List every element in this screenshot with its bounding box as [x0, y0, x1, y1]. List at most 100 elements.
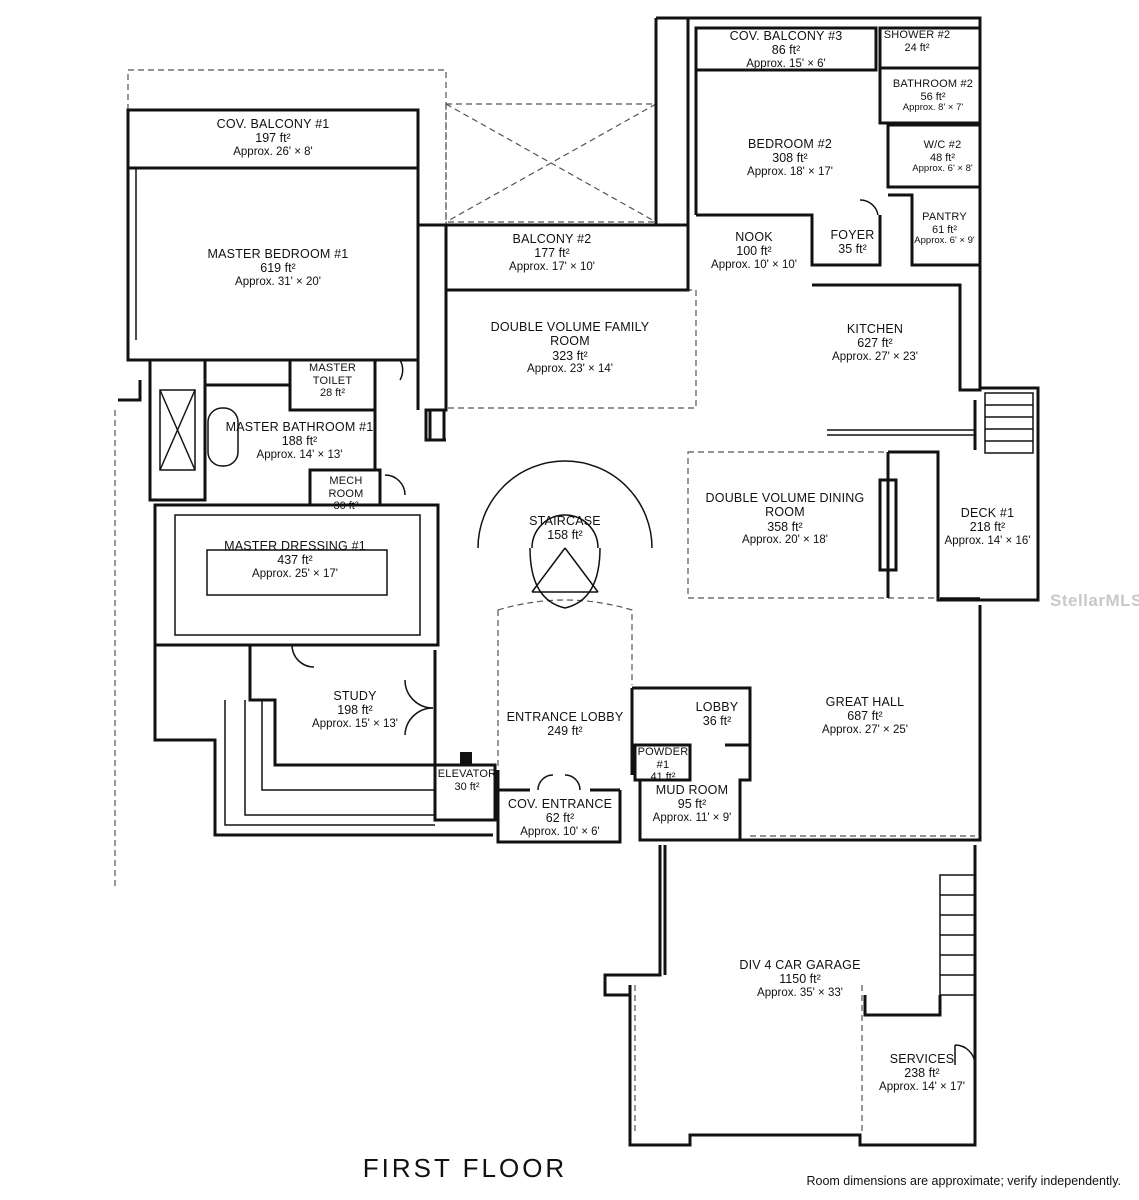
room-dims: Approx. 14' × 16'	[944, 534, 1031, 547]
room-dims: Approx. 25' × 17'	[252, 567, 338, 580]
room-foyer: FOYER 35 ft²	[820, 228, 885, 257]
room-area: 158 ft²	[547, 528, 583, 543]
garage-walls	[603, 845, 977, 1147]
room-name: W/C #2	[923, 139, 962, 151]
room-name: FOYER	[830, 228, 875, 242]
watermark: StellarMLS	[1050, 591, 1139, 610]
room-name: ENTRANCE LOBBY	[506, 710, 624, 724]
room-name: SHOWER #2	[883, 29, 951, 41]
room-name: LOBBY	[695, 700, 739, 714]
room-services: SERVICES 238 ft² Approx. 14' × 17'	[872, 1052, 972, 1094]
room-area: 86 ft²	[771, 43, 801, 58]
room-kitchen: KITCHEN 627 ft² Approx. 27' × 23'	[800, 322, 950, 364]
dressing-walls	[153, 503, 440, 647]
door-swings	[291, 199, 879, 791]
room-name: SERVICES	[889, 1052, 955, 1066]
room-name: POWDER #1	[637, 746, 689, 771]
room-area: 198 ft²	[337, 703, 373, 718]
room-area: 35 ft²	[838, 242, 867, 257]
room-lobby: LOBBY 36 ft²	[687, 700, 747, 729]
dimensions-disclaimer: Room dimensions are approximate; verify …	[806, 1174, 1121, 1188]
room-master-dressing-1: MASTER DRESSING #1 437 ft² Approx. 25' ×…	[200, 539, 390, 581]
room-name: BEDROOM #2	[748, 137, 832, 151]
room-name: DOUBLE VOLUME FAMILY	[490, 320, 650, 334]
great-hall-walls	[740, 597, 982, 842]
room-name: MASTER TOILET	[308, 362, 357, 387]
room-area: 56 ft²	[920, 90, 946, 103]
room-dining-room: DOUBLE VOLUME DINING ROOM 358 ft² Approx…	[695, 491, 875, 547]
study-walls	[153, 645, 493, 837]
room-balcony-2: BALCONY #2 177 ft² Approx. 17' × 10'	[467, 232, 637, 274]
room-mech-room: MECH ROOM 30 ft²	[311, 475, 381, 513]
room-staircase: STAIRCASE 158 ft²	[525, 514, 605, 543]
room-name: STUDY	[333, 689, 377, 703]
room-wc-2: W/C #2 48 ft² Approx. 6' × 8'	[910, 139, 975, 175]
room-name: MASTER DRESSING #1	[224, 539, 366, 553]
room-area: 48 ft²	[929, 151, 956, 164]
room-area: 30 ft²	[454, 780, 480, 793]
room-area: 249 ft²	[547, 724, 583, 739]
room-dims: Approx. 15' × 6'	[746, 57, 826, 70]
room-area: 30 ft²	[333, 500, 359, 513]
room-master-bedroom-1: MASTER BEDROOM #1 619 ft² Approx. 31' × …	[178, 247, 378, 289]
room-name: MASTER BEDROOM #1	[207, 247, 349, 261]
room-area: 323 ft²	[552, 348, 588, 363]
room-area: 308 ft²	[772, 151, 808, 166]
room-dims: Approx. 10' × 10'	[711, 258, 797, 271]
room-great-hall: GREAT HALL 687 ft² Approx. 27' × 25'	[790, 695, 940, 737]
room-pantry: PANTRY 61 ft² Approx. 6' × 9'	[912, 211, 977, 247]
room-name: DOUBLE VOLUME DINING	[705, 491, 865, 505]
room-dims: Approx. 8' × 7'	[902, 102, 964, 114]
room-name: KITCHEN	[846, 322, 904, 336]
room-dims: Approx. 31' × 20'	[235, 275, 321, 288]
room-dims: Approx. 14' × 17'	[879, 1080, 965, 1093]
deck-walls	[878, 386, 1040, 602]
room-area: 358 ft²	[767, 519, 803, 534]
room-bathroom-2: BATHROOM #2 56 ft² Approx. 8' × 7'	[888, 78, 978, 114]
room-dims: Approx. 6' × 8'	[912, 163, 973, 175]
room-mud-room: MUD ROOM 95 ft² Approx. 11' × 9'	[647, 783, 737, 825]
room-area: 627 ft²	[857, 336, 893, 351]
right-wing-walls	[444, 16, 982, 450]
room-name: COV. BALCONY #3	[729, 29, 843, 43]
room-area: 197 ft²	[255, 131, 291, 146]
room-area: 61 ft²	[931, 223, 958, 236]
floor-title: FIRST FLOOR	[362, 1153, 568, 1183]
room-dims: Approx. 27' × 23'	[832, 350, 918, 363]
lobby-walls	[630, 686, 752, 842]
room-area: 218 ft²	[969, 520, 1006, 535]
staircase-walls	[477, 460, 653, 609]
room-name: COV. ENTRANCE	[507, 797, 613, 811]
entrance-walls	[433, 752, 622, 844]
room-area: 28 ft²	[319, 387, 346, 400]
room-name: STAIRCASE	[529, 514, 601, 528]
room-area: 36 ft²	[702, 714, 732, 729]
room-area: 62 ft²	[545, 811, 575, 826]
room-name: BATHROOM #2	[892, 78, 974, 90]
room-name: MUD ROOM	[655, 783, 729, 797]
room-powder-1: POWDER #1 41 ft²	[636, 746, 690, 784]
room-name: COV. BALCONY #1	[216, 117, 330, 131]
room-dims: Approx. 35' × 33'	[757, 986, 843, 999]
room-area: 619 ft²	[260, 261, 296, 276]
room-area: 238 ft²	[904, 1066, 940, 1081]
room-name: DECK #1	[960, 506, 1015, 520]
room-area: 24 ft²	[904, 41, 930, 54]
room-dims: Approx. 18' × 17'	[747, 165, 833, 178]
room-dims: Approx. 27' × 25'	[822, 723, 908, 736]
room-name: DIV 4 CAR GARAGE	[739, 958, 861, 972]
room-name: BALCONY #2	[512, 232, 592, 246]
room-dims: Approx. 20' × 18'	[742, 534, 828, 547]
room-dims: Approx. 14' × 13'	[256, 448, 343, 461]
room-dims: Approx. 6' × 9'	[914, 235, 975, 247]
room-dims: Approx. 26' × 8'	[233, 145, 313, 158]
room-name: MECH ROOM	[328, 475, 364, 500]
room-name: NOOK	[735, 230, 773, 244]
room-area: 188 ft²	[281, 434, 318, 449]
room-area: 177 ft²	[534, 246, 570, 261]
room-entrance-lobby: ENTRANCE LOBBY 249 ft²	[505, 710, 625, 739]
room-dims: Approx. 17' × 10'	[509, 260, 595, 273]
room-dims: Approx. 10' × 6'	[520, 825, 600, 838]
room-name-line2: ROOM	[550, 334, 590, 349]
